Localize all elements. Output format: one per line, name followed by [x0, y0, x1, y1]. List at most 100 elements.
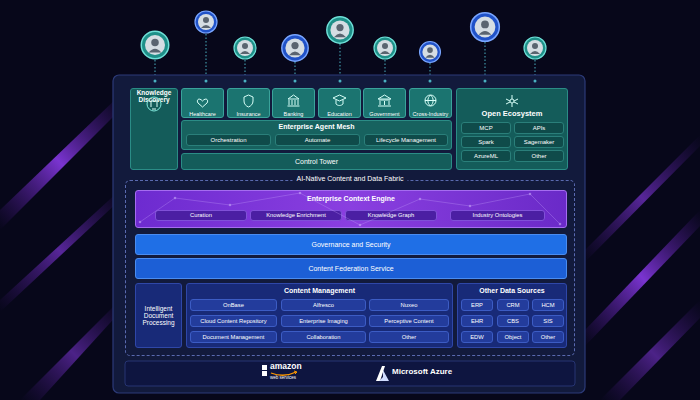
- item-box: Other: [532, 331, 564, 343]
- box-label: Government: [368, 111, 400, 117]
- leader-dots: [154, 80, 537, 83]
- logo-text: amazon: [270, 362, 302, 371]
- box-label: Knowledge Enrichment: [265, 212, 327, 218]
- box-label: Lifecycle Management: [375, 137, 437, 144]
- item-box: Lifecycle Management: [364, 134, 448, 146]
- item-box: Knowledge Enrichment: [250, 210, 342, 221]
- box-label: Knowledge Discovery: [131, 89, 177, 103]
- item-box: Cloud Content Repository: [190, 315, 277, 327]
- box-label: Alfresco: [312, 302, 335, 308]
- section-heading: AI-Native Content and Data Fabric: [293, 175, 408, 183]
- box-label: AzureML: [473, 153, 499, 160]
- globe-icon: [425, 95, 436, 106]
- item-box: Collaboration: [281, 331, 366, 343]
- section-box: Control Tower: [181, 153, 452, 170]
- outer-panel: [113, 75, 585, 393]
- item-box: CRM: [497, 299, 529, 311]
- item-box: Enterprise Context EngineCuration Knowled…: [135, 190, 567, 228]
- globe-icon: [425, 95, 436, 106]
- discovery-icon: [151, 101, 157, 109]
- purple-streak: [585, 135, 700, 262]
- ecosystem-icon: [506, 95, 518, 107]
- section-box: Enterprise Agent MeshOrchestration Automa…: [181, 120, 452, 150]
- box-label: EHR: [470, 318, 484, 324]
- item-box: Curation: [155, 210, 247, 221]
- item-box: CBS: [497, 315, 529, 327]
- section-box: Knowledge Discovery: [130, 88, 178, 170]
- box-label: Cross-Industry: [412, 111, 450, 117]
- box-label: Enterprise Imaging: [298, 318, 349, 324]
- item-box: Document Management: [190, 331, 277, 343]
- box-label: CRM: [505, 302, 520, 308]
- cloud-logos: [262, 365, 389, 381]
- section-heading: Enterprise Agent Mesh: [182, 123, 451, 131]
- box-label: Other: [401, 334, 418, 340]
- item-box: Content Federation Service: [135, 258, 567, 279]
- box-label: HCM: [540, 302, 555, 308]
- item-box: Industry Ontologies: [450, 210, 545, 221]
- icons: [147, 95, 518, 111]
- section-heading: Enterprise Context Engine: [136, 195, 566, 203]
- discovery-icon: [147, 97, 161, 111]
- section-heading: Other Data Sources: [458, 287, 566, 295]
- item-box: Enterprise Imaging: [281, 315, 366, 327]
- item-box: Automate: [275, 134, 360, 146]
- box-label: Banking: [283, 111, 305, 117]
- item-box: Intelligent Document Processing: [135, 283, 182, 348]
- box-label: Collaboration: [305, 334, 341, 340]
- section-heading: Open Ecosystem: [457, 110, 567, 118]
- item-box: EHR: [461, 315, 493, 327]
- box-label: Sagemaker: [523, 139, 556, 146]
- banking-icon: [288, 95, 300, 106]
- item-box: MCP: [461, 122, 511, 134]
- item-box: Orchestration: [186, 134, 271, 146]
- box-label: EDW: [469, 334, 485, 340]
- box-label: Healthcare: [188, 111, 217, 117]
- box-label: MCP: [478, 125, 493, 132]
- box-label: CBS: [506, 318, 520, 324]
- aws-glyph: [262, 365, 267, 370]
- graph-pattern: [139, 192, 561, 226]
- box-label: Intelligent Document Processing: [136, 305, 181, 326]
- item-box: ERP: [461, 299, 493, 311]
- box-label: Other: [540, 334, 557, 340]
- cloud-bar: [125, 361, 575, 386]
- item-box: AzureML: [461, 150, 511, 162]
- item-box: Other: [514, 150, 564, 162]
- item-box: Content ManagementOnBaseAlfrescoNuxeoClo…: [186, 283, 453, 348]
- box-label: Object: [504, 334, 523, 340]
- government-icon: [378, 95, 391, 106]
- item-box: HCM: [532, 299, 564, 311]
- aws-smile: [271, 372, 296, 375]
- box-label: Other: [530, 153, 547, 160]
- box-label: APIs: [532, 125, 547, 132]
- box-label: Curation: [189, 212, 213, 218]
- ecosystem-icon: [510, 99, 514, 103]
- box-label: OnBase: [222, 302, 245, 308]
- education-icon: [333, 95, 346, 106]
- section-box: Open EcosystemMCP APIsSpark SagemakerAzure…: [456, 88, 568, 170]
- box-label: Perceptive Content: [383, 318, 434, 324]
- avatars: [141, 11, 546, 62]
- aws-glyph: [262, 371, 267, 376]
- box-label: Insurance: [235, 111, 261, 117]
- azure-logo: [376, 366, 385, 381]
- item-box: EDW: [461, 331, 493, 343]
- aws-smile: [294, 371, 297, 374]
- purple-streak: [600, 300, 700, 400]
- item-box: Nuxeo: [369, 299, 449, 311]
- item-box: APIs: [514, 122, 564, 134]
- azure-logo: [379, 370, 389, 381]
- box-label: Orchestration: [209, 137, 247, 144]
- item-box: Perceptive Content: [369, 315, 449, 327]
- item-box: Other: [369, 331, 449, 343]
- item-box: Knowledge Graph: [345, 210, 437, 221]
- section-box: AI-Native Content and Data FabricEnterpr…: [125, 180, 575, 356]
- box-label: Education: [326, 111, 352, 117]
- box-label: Spark: [477, 139, 495, 146]
- section-box: Banking: [272, 88, 315, 118]
- section-box: Healthcare: [181, 88, 224, 118]
